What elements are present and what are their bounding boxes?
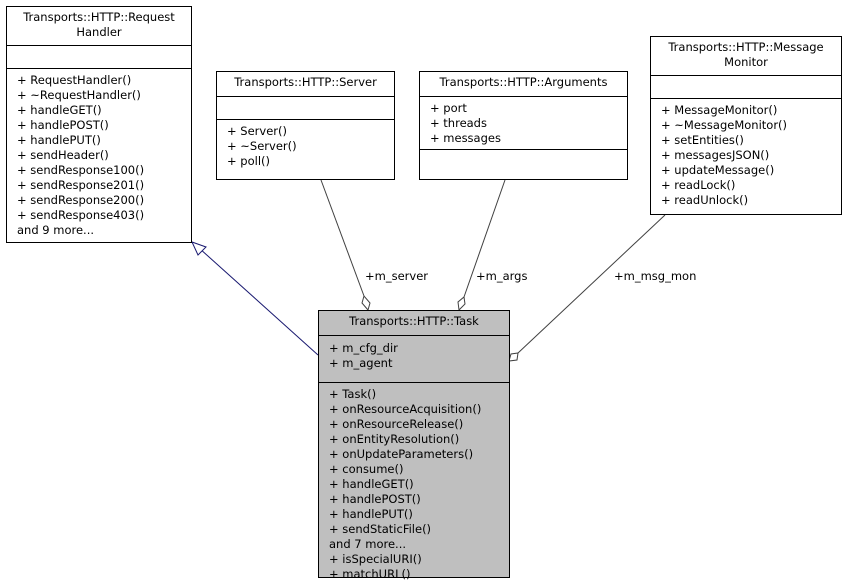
class-server-title: Transports::HTTP::Server	[234, 75, 377, 89]
class-message-monitor-attributes	[651, 75, 841, 98]
method-list: + RequestHandler()+ ~RequestHandler()+ h…	[17, 73, 185, 238]
member-item: + port	[430, 101, 467, 115]
member-item: + onEntityResolution()	[329, 432, 460, 446]
member-item: + readLock()	[661, 178, 736, 192]
member-item: + sendHeader()	[17, 148, 109, 162]
method-list: + MessageMonitor()+ ~MessageMonitor()+ s…	[661, 103, 835, 208]
class-task-attributes: + m_cfg_dir+ m_agent	[319, 335, 509, 382]
inheritance-line	[198, 247, 319, 356]
class-server-methods: + Server()+ ~Server()+ poll()	[217, 119, 394, 172]
class-message-monitor-methods: + MessageMonitor()+ ~MessageMonitor()+ s…	[651, 98, 841, 211]
member-item: + isSpecialURI()	[329, 552, 422, 566]
member-item: + MessageMonitor()	[661, 103, 778, 117]
aggregation-diamond-args	[457, 296, 466, 312]
member-item: + consume()	[329, 462, 404, 476]
class-request-handler-attributes	[7, 45, 191, 68]
member-item: + handleGET()	[329, 477, 414, 491]
relation-label-m-server: +m_server	[365, 269, 428, 283]
class-task-title: Transports::HTTP::Task	[349, 314, 479, 328]
member-item: + handleGET()	[17, 103, 102, 117]
aggregation-line-server	[320, 179, 365, 297]
member-item: + setEntities()	[661, 133, 744, 147]
member-item: + m_agent	[329, 356, 393, 370]
attribute-list: + m_cfg_dir+ m_agent	[329, 341, 503, 371]
member-item: + handlePUT()	[329, 507, 413, 521]
class-arguments-title: Transports::HTTP::Arguments	[439, 75, 608, 89]
member-item: + ~Server()	[227, 139, 297, 153]
class-arguments: Transports::HTTP::Arguments + port+ thre…	[419, 71, 628, 180]
member-item: + readUnlock()	[661, 193, 749, 207]
class-task-methods: + Task()+ onResourceAcquisition()+ onRes…	[319, 382, 509, 585]
member-item: + sendResponse100()	[17, 163, 145, 177]
member-item: + RequestHandler()	[17, 73, 132, 87]
inheritance-arrowhead	[191, 241, 207, 256]
member-item: + m_cfg_dir	[329, 341, 398, 355]
member-item: + Task()	[329, 387, 377, 401]
attribute-list: + port+ threads+ messages	[430, 101, 621, 146]
member-item: and 9 more...	[17, 223, 95, 237]
member-item: + handlePOST()	[17, 118, 109, 132]
member-item: + sendStaticFile()	[329, 522, 432, 536]
member-item: + updateMessage()	[661, 163, 775, 177]
class-message-monitor: Transports::HTTP::Message Monitor + Mess…	[650, 36, 842, 215]
member-item: + messages	[430, 131, 501, 145]
aggregation-diamond-msg-mon	[508, 352, 519, 362]
relation-label-m-msg-mon: +m_msg_mon	[614, 269, 697, 283]
method-list: + Server()+ ~Server()+ poll()	[227, 124, 388, 169]
class-arguments-methods	[420, 149, 627, 172]
class-server-attributes	[217, 96, 394, 119]
member-item: + sendResponse403()	[17, 208, 145, 222]
class-request-handler: Transports::HTTP::Request Handler + Requ…	[6, 6, 192, 243]
member-item: + threads	[430, 116, 487, 130]
member-item: + onResourceRelease()	[329, 417, 464, 431]
aggregation-line-args	[463, 179, 506, 298]
method-list: + Task()+ onResourceAcquisition()+ onRes…	[329, 387, 503, 582]
member-item: + messagesJSON()	[661, 148, 770, 162]
member-item: + poll()	[227, 154, 270, 168]
relation-label-m-args: +m_args	[476, 269, 528, 283]
aggregation-diamond-server	[361, 294, 371, 312]
member-item: + onUpdateParameters()	[329, 447, 474, 461]
class-server: Transports::HTTP::Server + Server()+ ~Se…	[216, 71, 395, 180]
member-item: + onResourceAcquisition()	[329, 402, 482, 416]
class-request-handler-methods: + RequestHandler()+ ~RequestHandler()+ h…	[7, 68, 191, 241]
class-request-handler-title: Transports::HTTP::Request Handler	[23, 10, 175, 39]
class-arguments-attributes: + port+ threads+ messages	[420, 96, 627, 149]
member-item: + sendResponse201()	[17, 178, 145, 192]
member-item: + ~RequestHandler()	[17, 88, 141, 102]
member-item: + sendResponse200()	[17, 193, 145, 207]
member-item: + handlePUT()	[17, 133, 101, 147]
class-task: Transports::HTTP::Task + m_cfg_dir+ m_ag…	[318, 310, 510, 581]
member-item: and 7 more...	[329, 537, 407, 551]
member-item: + matchURL()	[329, 567, 411, 581]
member-item: + Server()	[227, 124, 287, 138]
member-item: + handlePOST()	[329, 492, 421, 506]
aggregation-line-msg-mon	[517, 214, 666, 354]
class-message-monitor-title: Transports::HTTP::Message Monitor	[668, 40, 824, 69]
member-item: + ~MessageMonitor()	[661, 118, 788, 132]
